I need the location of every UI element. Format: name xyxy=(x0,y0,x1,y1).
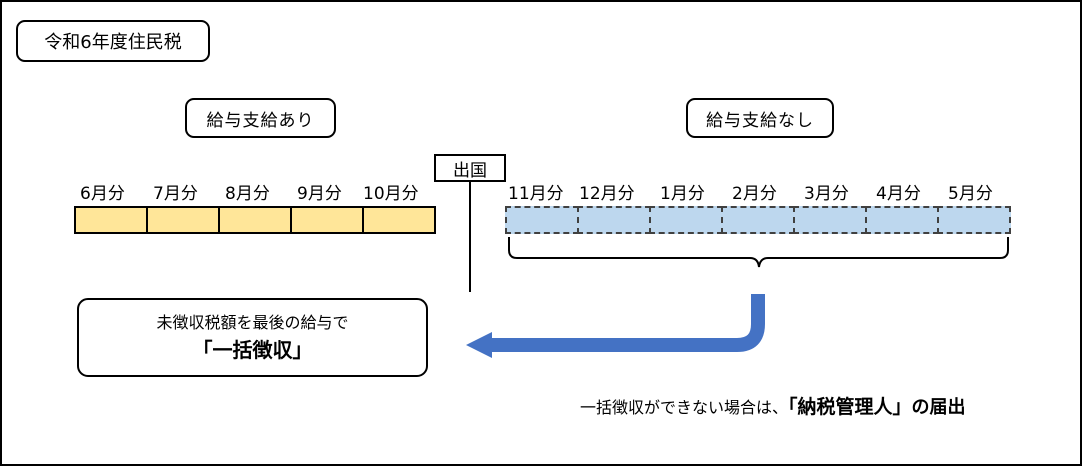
paid-month-cell xyxy=(290,206,364,234)
paid-month-label: 6月分 xyxy=(80,184,125,204)
unpaid-month-label: 2月分 xyxy=(732,184,777,204)
paid-month-label: 7月分 xyxy=(153,184,198,204)
paid-month-cell xyxy=(74,206,148,234)
departure-label-text: 出国 xyxy=(453,160,487,181)
lump-sum-line2: 「一括徴収」 xyxy=(192,338,313,362)
title-box: 令和6年度住民税 xyxy=(16,20,210,62)
footnote: 一括徴収ができない場合は、「納税管理人」の届出 xyxy=(580,394,1060,421)
unpaid-month-label: 4月分 xyxy=(876,184,921,204)
unpaid-month-label: 12月分 xyxy=(579,184,635,204)
paid-month-label: 10月分 xyxy=(363,184,419,204)
paid-month-cell xyxy=(362,206,436,234)
paid-section-label: 給与支給あり xyxy=(185,98,336,138)
collection-arrow-head xyxy=(466,332,492,358)
unpaid-month-cell xyxy=(577,206,651,234)
unpaid-month-cell xyxy=(505,206,579,234)
paid-month-cell xyxy=(218,206,292,234)
collection-arrow-shaft xyxy=(492,294,765,352)
unpaid-month-cell xyxy=(793,206,867,234)
lump-sum-line1: 未徴収税額を最後の給与で xyxy=(156,313,349,332)
title-text: 令和6年度住民税 xyxy=(44,32,182,53)
unpaid-month-label: 1月分 xyxy=(660,184,705,204)
paid-month-label: 8月分 xyxy=(225,184,270,204)
departure-line xyxy=(469,181,471,292)
unpaid-month-cell xyxy=(721,206,795,234)
paid-section-label-text: 給与支給あり xyxy=(206,110,315,131)
unpaid-month-label: 11月分 xyxy=(508,184,564,204)
unpaid-month-cell xyxy=(649,206,723,234)
footnote-suffix: の届出 xyxy=(911,397,966,418)
paid-month-label: 9月分 xyxy=(297,184,342,204)
unpaid-month-cell xyxy=(937,206,1011,234)
unpaid-section-label: 給与支給なし xyxy=(686,98,834,138)
footnote-emphasis: 「納税管理人」 xyxy=(788,396,912,418)
unpaid-section-label-text: 給与支給なし xyxy=(706,110,814,131)
paid-month-cell xyxy=(146,206,220,234)
unpaid-month-label: 5月分 xyxy=(948,184,993,204)
unpaid-month-label: 3月分 xyxy=(804,184,849,204)
unpaid-brace xyxy=(508,237,1009,268)
unpaid-month-cell xyxy=(865,206,939,234)
footnote-prefix: 一括徴収ができない場合は、 xyxy=(580,398,789,417)
lump-sum-box: 未徴収税額を最後の給与で 「一括徴収」 xyxy=(77,298,428,377)
